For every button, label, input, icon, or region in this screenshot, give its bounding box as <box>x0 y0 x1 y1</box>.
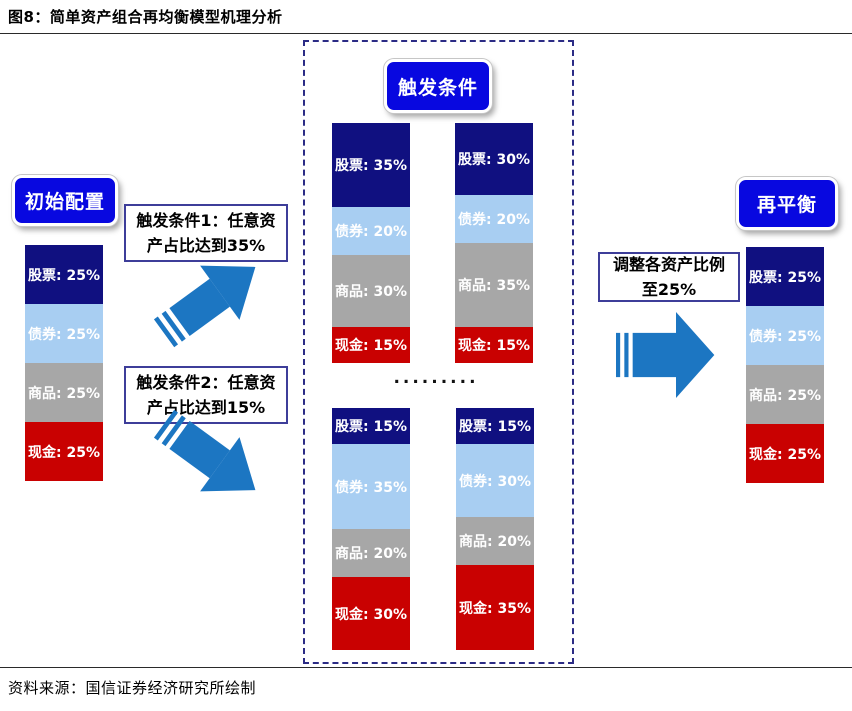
bar-segment-stock: 股票: 30% <box>455 123 533 195</box>
initial-allocation-bar: 股票: 25%债券: 25%商品: 25%现金: 25% <box>25 245 103 481</box>
bar-segment-bond: 债券: 20% <box>332 207 410 255</box>
adjust-ratio-line2: 至25% <box>641 280 697 299</box>
bar-segment-bond: 债券: 20% <box>455 195 533 243</box>
bar-segment-commodity: 商品: 35% <box>455 243 533 327</box>
bar-segment-stock: 股票: 25% <box>25 245 103 304</box>
bar-segment-cash: 现金: 25% <box>746 424 824 483</box>
trigger-conditions-label: 触发条件 <box>384 59 492 113</box>
triggered-allocation-bar-3: 股票: 15%债券: 35%商品: 20%现金: 30% <box>332 408 410 650</box>
bar-segment-stock: 股票: 15% <box>332 408 410 445</box>
adjust-ratio-line1: 调整各资产比例 <box>612 255 725 274</box>
bar-segment-commodity: 商品: 30% <box>332 255 410 327</box>
initial-allocation-label: 初始配置 <box>12 175 118 226</box>
title-divider <box>0 33 852 34</box>
trigger-condition-1-line1: 触发条件1：任意资 <box>136 211 276 230</box>
rebalanced-allocation-bar: 股票: 25%债券: 25%商品: 25%现金: 25% <box>746 247 824 483</box>
footer-divider <box>0 667 852 668</box>
bar-segment-cash: 现金: 15% <box>455 327 533 363</box>
bar-segment-cash: 现金: 25% <box>25 422 103 481</box>
bar-segment-commodity: 商品: 25% <box>25 363 103 422</box>
bar-segment-bond: 债券: 35% <box>332 444 410 529</box>
figure-title: 图8：简单资产组合再均衡模型机理分析 <box>8 8 283 26</box>
source-note: 资料来源：国信证券经济研究所绘制 <box>8 679 257 697</box>
arrow-up-right-icon <box>148 252 273 352</box>
trigger-conditions-panel <box>303 40 574 664</box>
bar-segment-commodity: 商品: 20% <box>332 529 410 578</box>
bar-segment-stock: 股票: 15% <box>456 408 534 445</box>
rebalance-label: 再平衡 <box>736 177 838 230</box>
bar-segment-stock: 股票: 25% <box>746 247 824 306</box>
bar-segment-cash: 现金: 15% <box>332 327 410 363</box>
trigger-condition-2-line1: 触发条件2：任意资 <box>136 373 276 392</box>
arrow-right-icon <box>616 312 716 400</box>
trigger-condition-1-line2: 产占比达到35% <box>146 236 266 255</box>
bar-segment-commodity: 商品: 25% <box>746 365 824 424</box>
bar-segment-cash: 现金: 30% <box>332 577 410 650</box>
trigger-condition-1-box: 触发条件1：任意资 产占比达到35% <box>124 204 288 262</box>
bar-segment-stock: 股票: 35% <box>332 123 410 207</box>
arrow-down-right-icon <box>148 409 273 510</box>
adjust-ratio-box: 调整各资产比例 至25% <box>598 252 740 302</box>
bar-segment-bond: 债券: 25% <box>25 304 103 363</box>
ellipsis-separator: ......... <box>393 368 479 388</box>
triggered-allocation-bar-2: 股票: 30%债券: 20%商品: 35%现金: 15% <box>455 123 533 363</box>
trigger-condition-2-box: 触发条件2：任意资 产占比达到15% <box>124 366 288 424</box>
bar-segment-cash: 现金: 35% <box>456 565 534 650</box>
bar-segment-bond: 债券: 30% <box>456 444 534 517</box>
bar-segment-bond: 债券: 25% <box>746 306 824 365</box>
triggered-allocation-bar-4: 股票: 15%债券: 30%商品: 20%现金: 35% <box>456 408 534 650</box>
triggered-allocation-bar-1: 股票: 35%债券: 20%商品: 30%现金: 15% <box>332 123 410 363</box>
bar-segment-commodity: 商品: 20% <box>456 516 534 566</box>
